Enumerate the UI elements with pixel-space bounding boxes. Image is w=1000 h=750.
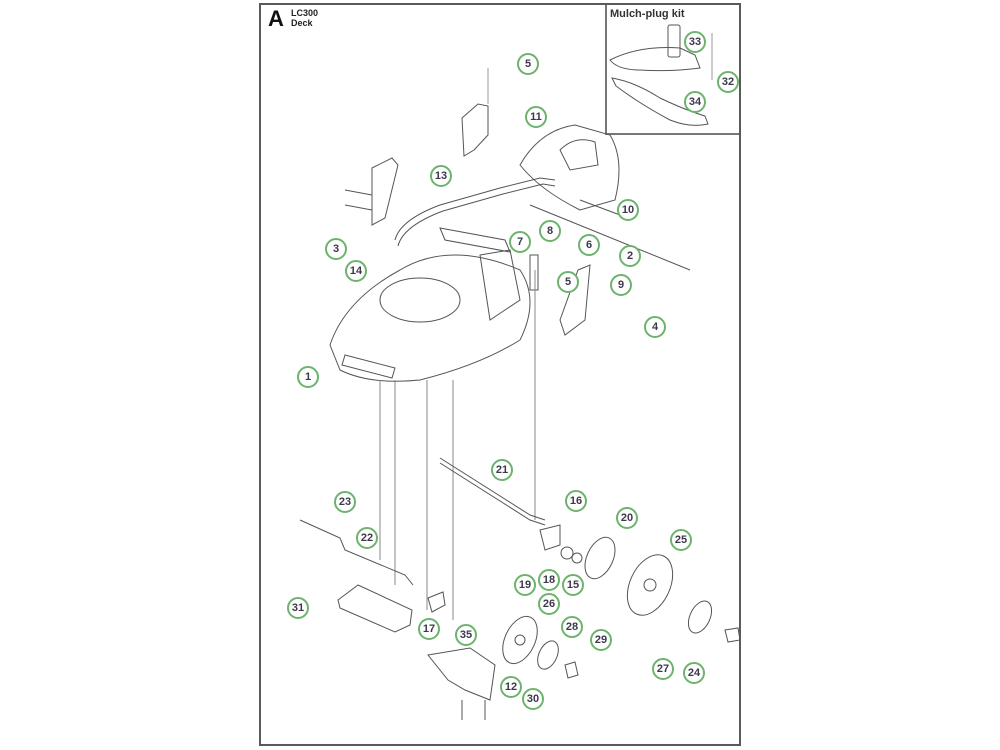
callout-13: 13 [430, 165, 452, 187]
callout-12: 12 [500, 676, 522, 698]
drive-gear-part [584, 536, 616, 580]
callout-5: 5 [517, 53, 539, 75]
handle-bracket-part [461, 68, 489, 157]
callout-30: 30 [522, 688, 544, 710]
callout-15: 15 [562, 574, 584, 596]
pivot-part [427, 591, 446, 613]
front-skid-plate-part [337, 584, 413, 633]
callout-31: 31 [287, 597, 309, 619]
callout-35: 35 [455, 624, 477, 646]
model-heading: LC300 Deck [291, 8, 318, 28]
front-hubcap-part [537, 640, 579, 679]
gearbox-part [539, 524, 583, 564]
left-height-bracket-part [344, 157, 399, 226]
callout-17: 17 [418, 618, 440, 640]
callout-21: 21 [491, 459, 513, 481]
mulch-plug-part [609, 24, 701, 72]
callout-14: 14 [345, 260, 367, 282]
section-letter: A [268, 6, 284, 31]
callout-2: 2 [619, 245, 641, 267]
model-name: LC300 [291, 8, 319, 18]
callout-28: 28 [561, 616, 583, 638]
front-wheel-part [502, 615, 538, 665]
callout-9: 9 [610, 274, 632, 296]
assembly-name: Deck [291, 18, 313, 28]
callout-1: 1 [297, 366, 319, 388]
callout-24: 24 [683, 662, 705, 684]
drive-axle-part [439, 457, 546, 526]
callout-8: 8 [539, 220, 561, 242]
inset-title: Mulch-plug kit [610, 8, 685, 20]
callout-16: 16 [565, 490, 587, 512]
callout-23: 23 [334, 491, 356, 513]
callout-33: 33 [684, 31, 706, 53]
callout-20: 20 [616, 507, 638, 529]
rear-height-adjuster-part [439, 227, 539, 321]
callout-26: 26 [538, 593, 560, 615]
hubcap-part [687, 600, 741, 643]
callout-27: 27 [652, 658, 674, 680]
rear-flap-part [427, 647, 496, 720]
callout-7: 7 [509, 231, 531, 253]
callout-10: 10 [617, 199, 639, 221]
callout-32: 32 [717, 71, 739, 93]
callout-29: 29 [590, 629, 612, 651]
mulch-blade-part [611, 77, 709, 126]
mower-deck-part [329, 254, 531, 382]
rear-wheel-part [626, 554, 674, 616]
callout-4: 4 [644, 316, 666, 338]
handle-bar-part [394, 177, 556, 247]
callout-18: 18 [538, 569, 560, 591]
callout-11: 11 [525, 106, 547, 128]
callout-5b: 5 [557, 271, 579, 293]
callout-34: 34 [684, 91, 706, 113]
callout-19: 19 [514, 574, 536, 596]
assembly-guide-lines [379, 270, 536, 620]
callout-3: 3 [325, 238, 347, 260]
callout-22: 22 [356, 527, 378, 549]
front-axle-part [299, 519, 414, 586]
grass-catcher-lid-part [519, 124, 620, 211]
callout-6: 6 [578, 234, 600, 256]
right-height-lever-part [529, 199, 691, 336]
callout-25: 25 [670, 529, 692, 551]
